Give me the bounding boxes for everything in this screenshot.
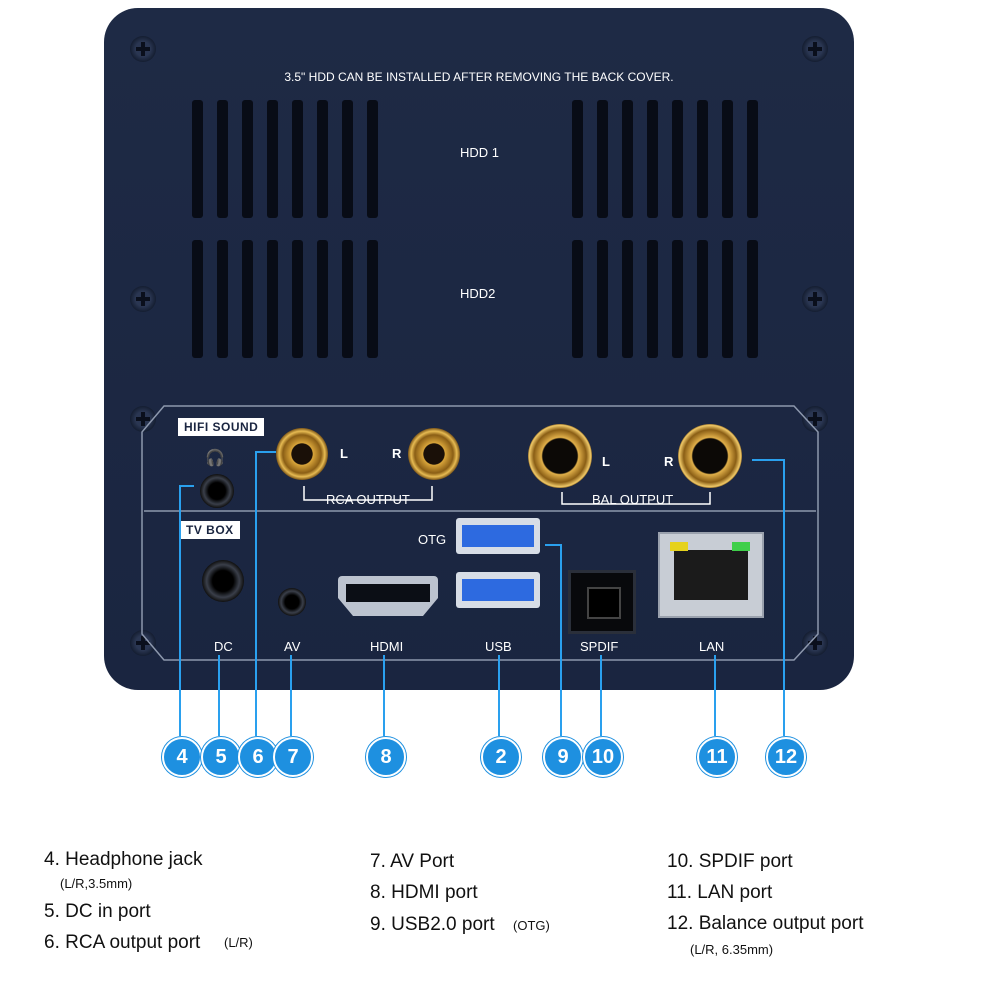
vent-slot [317, 240, 328, 358]
callout-11: 11 [697, 737, 737, 777]
vent-slot [747, 240, 758, 358]
lan-led-yellow [670, 542, 688, 551]
callout-9: 9 [543, 737, 583, 777]
rca-output-left[interactable] [276, 428, 328, 480]
callout-5: 5 [201, 737, 241, 777]
vent-slot [647, 240, 658, 358]
dc-in-port[interactable] [202, 560, 244, 602]
vent-slot [242, 240, 253, 358]
vent-slot [672, 240, 683, 358]
hifi-sound-tag: HIFI SOUND [178, 418, 265, 436]
vent-slot [292, 100, 303, 218]
lan-led-green [732, 542, 750, 551]
callout-10: 10 [583, 737, 623, 777]
legend-item-11: 11. LAN port [667, 882, 773, 903]
vent-slot [622, 240, 633, 358]
legend-item-9-sub: (OTG) [513, 918, 550, 933]
vent-slot [672, 100, 683, 218]
vent-slot [722, 100, 733, 218]
usb-port[interactable] [456, 572, 540, 608]
hdd2-label: HDD2 [460, 286, 496, 301]
vent-slot [192, 100, 203, 218]
callout-7: 7 [273, 737, 313, 777]
vent-slot [267, 240, 278, 358]
screw-icon [130, 406, 156, 432]
rca-r-label: R [392, 446, 402, 461]
vent-slot [697, 100, 708, 218]
vent-slot [747, 100, 758, 218]
headphone-icon: 🎧 [205, 450, 225, 467]
lan-label: LAN [699, 639, 725, 654]
legend-item-12: 12. Balance output port [667, 913, 864, 934]
vent-slot [572, 240, 583, 358]
hdd1-label: HDD 1 [460, 145, 500, 160]
vent-slot [597, 100, 608, 218]
bal-r-label: R [664, 454, 674, 469]
vent-slot [697, 240, 708, 358]
screw-icon [802, 630, 828, 656]
hdmi-port[interactable] [338, 576, 438, 616]
vent-slot [217, 100, 228, 218]
vent-slot [647, 100, 658, 218]
vent-slot [292, 240, 303, 358]
rca-l-label: L [340, 446, 348, 461]
legend-item-9: 9. USB2.0 port [370, 914, 495, 935]
screw-icon [130, 286, 156, 312]
vent-slot [267, 100, 278, 218]
rca-output-right[interactable] [408, 428, 460, 480]
vent-slot [367, 240, 378, 358]
callout-4: 4 [162, 737, 202, 777]
vent-slot [572, 100, 583, 218]
otg-label: OTG [418, 532, 447, 547]
rca-output-label: RCA OUTPUT [326, 492, 410, 507]
usb-port-otg[interactable] [456, 518, 540, 554]
callout-2: 2 [481, 737, 521, 777]
legend-item-6: 6. RCA output port [44, 932, 201, 953]
spdif-port[interactable] [568, 570, 636, 634]
vent-slot [722, 240, 733, 358]
av-port[interactable] [278, 588, 306, 616]
hdmi-label: HDMI [370, 639, 404, 654]
vent-slot [317, 100, 328, 218]
usb-label: USB [485, 639, 512, 654]
screw-icon [802, 36, 828, 62]
vent-slot [597, 240, 608, 358]
vent-slot [367, 100, 378, 218]
vent-slot [192, 240, 203, 358]
device-back-panel: 3.5" HDD CAN BE INSTALLED AFTER REMOVING… [104, 8, 854, 690]
balance-output-left[interactable] [528, 424, 592, 488]
bal-output-label: BAL OUTPUT [592, 492, 674, 507]
callout-12: 12 [766, 737, 806, 777]
dc-label: DC [214, 639, 233, 654]
av-label: AV [284, 639, 301, 654]
screw-icon [130, 36, 156, 62]
hdd-notice: 3.5" HDD CAN BE INSTALLED AFTER REMOVING… [284, 70, 674, 84]
legend-item-7: 7. AV Port [370, 851, 455, 872]
legend-item-12-sub: (L/R, 6.35mm) [690, 942, 774, 957]
callout-6: 6 [238, 737, 278, 777]
vent-slot [342, 100, 353, 218]
legend-item-8: 8. HDMI port [370, 882, 478, 903]
vent-slot [242, 100, 253, 218]
vent-slot [622, 100, 633, 218]
vent-slot [217, 240, 228, 358]
legend-item-6-sub: (L/R) [224, 935, 253, 950]
callout-8: 8 [366, 737, 406, 777]
tv-box-tag: TV BOX [180, 521, 240, 539]
vent-slot [342, 240, 353, 358]
headphone-jack[interactable] [200, 474, 234, 508]
screw-icon [802, 286, 828, 312]
balance-output-right[interactable] [678, 424, 742, 488]
legend-item-10: 10. SPDIF port [667, 851, 793, 872]
spdif-label: SPDIF [580, 639, 619, 654]
legend-item-4-sub: (L/R,3.5mm) [60, 876, 133, 891]
bal-l-label: L [602, 454, 610, 469]
legend-item-4: 4. Headphone jack [44, 849, 203, 870]
legend-item-5: 5. DC in port [44, 901, 151, 922]
